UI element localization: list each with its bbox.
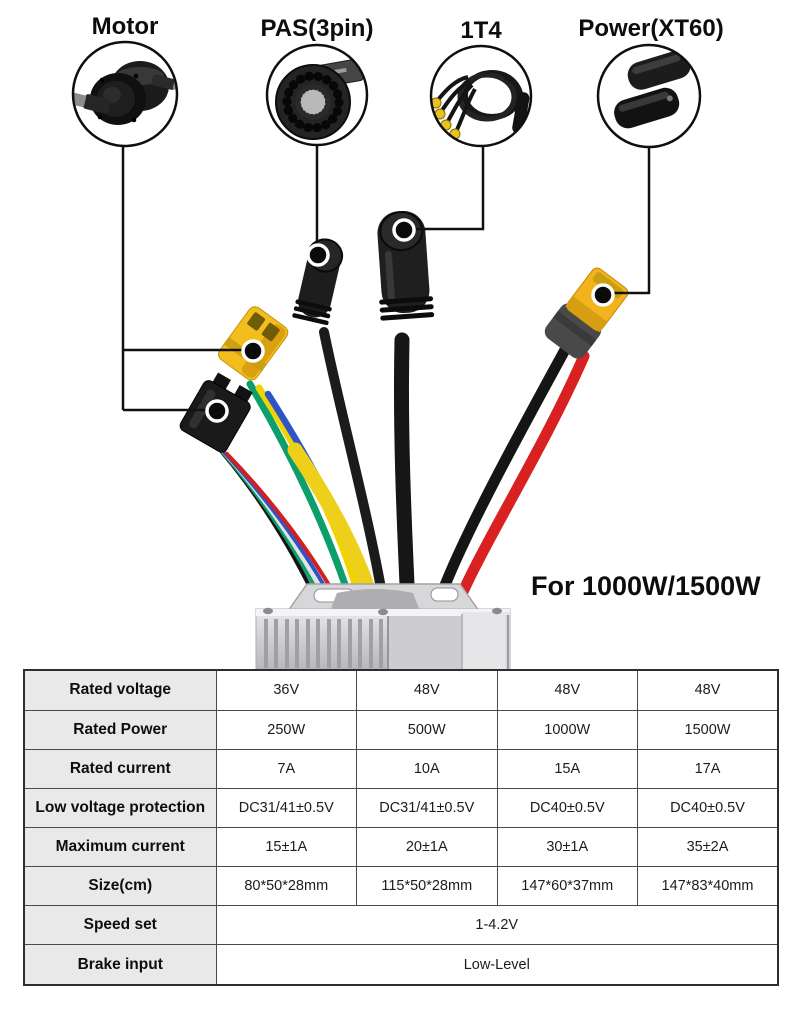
callout-markers [205, 218, 615, 423]
motor-photo [73, 61, 177, 125]
spec-value: 15A [496, 748, 638, 789]
t4-callout-circle [431, 46, 531, 146]
spec-value: 15±1A [215, 826, 357, 868]
motor-phase-marker [241, 339, 265, 363]
spec-value: 10A [356, 748, 498, 789]
spec-value: DC40±0.5V [496, 787, 638, 828]
spec-value: 48V [637, 669, 779, 711]
spec-value: 1000W [496, 709, 638, 750]
t4-photo [431, 70, 530, 140]
spec-value: 48V [496, 669, 638, 711]
spec-value: 1-4.2V [215, 905, 779, 946]
motor-hall-marker [205, 399, 229, 423]
spec-row-label: Speed set [23, 905, 217, 946]
callout-lines [121, 145, 651, 412]
spec-value: DC31/41±0.5V [215, 787, 357, 828]
spec-value: 80*50*28mm [215, 866, 357, 907]
spec-row-label: Rated Power [23, 709, 217, 750]
power-rating-caption: For 1000W/1500W [531, 571, 761, 601]
t4-label: 1T4 [460, 17, 502, 44]
pas-label: PAS(3pin) [260, 15, 374, 42]
table-row: Brake input Low-Level [23, 944, 779, 986]
spec-row-label: Rated voltage [23, 669, 217, 711]
spec-value: 17A [637, 748, 779, 789]
spec-value: 20±1A [356, 826, 498, 868]
spec-value: DC31/41±0.5V [356, 787, 498, 828]
spec-row-label: Brake input [23, 944, 217, 986]
power-marker [591, 283, 615, 307]
spec-value: 500W [356, 709, 498, 750]
motor-label: Motor [91, 13, 159, 40]
spec-row-label: Low voltage protection [23, 787, 217, 828]
table-row: Size(cm) 80*50*28mm 115*50*28mm 147*60*3… [23, 866, 779, 907]
spec-value: 48V [356, 669, 498, 711]
spec-row-label: Maximum current [23, 826, 217, 868]
table-row: Rated current 7A 10A 15A 17A [23, 748, 779, 789]
spec-value: 1500W [637, 709, 779, 750]
spec-value: 7A [215, 748, 357, 789]
spec-row-label: Size(cm) [23, 866, 217, 907]
t4-marker [392, 218, 416, 242]
table-row: Rated Power 250W 500W 1000W 1500W [23, 709, 779, 750]
controller-image [255, 583, 511, 669]
table-row: Low voltage protection DC31/41±0.5V DC31… [23, 787, 779, 828]
power-photo [614, 50, 691, 129]
spec-value: 147*60*37mm [496, 866, 638, 907]
pas-marker [306, 243, 330, 267]
pas-photo [275, 58, 367, 140]
spec-value: 147*83*40mm [637, 866, 779, 907]
power-label: Power(XT60) [578, 15, 724, 42]
spec-value: 115*50*28mm [356, 866, 498, 907]
table-row: Maximum current 15±1A 20±1A 30±1A 35±2A [23, 826, 779, 868]
heatsink-fins [264, 619, 383, 668]
table-row: Rated voltage 36V 48V 48V 48V [23, 669, 779, 711]
spec-row-label: Rated current [23, 748, 217, 789]
spec-value: DC40±0.5V [637, 787, 779, 828]
spec-value: Low-Level [215, 944, 779, 986]
spec-value: 30±1A [496, 826, 638, 868]
spec-value: 36V [215, 669, 357, 711]
spec-table: Rated voltage 36V 48V 48V 48V Rated Powe… [23, 669, 779, 986]
spec-value: 250W [215, 709, 357, 750]
wire-bundle [206, 327, 590, 616]
table-row: Speed set 1-4.2V [23, 905, 779, 946]
product-illustration [71, 40, 702, 669]
power-connector-image [544, 267, 629, 359]
spec-value: 35±2A [637, 826, 779, 868]
